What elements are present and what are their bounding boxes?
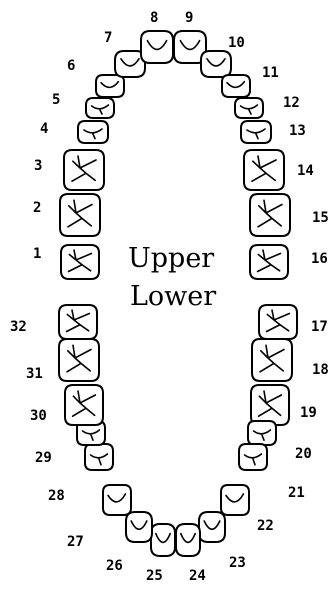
lower-arch-label: Lower (130, 281, 217, 312)
tooth-number-27: 27 (67, 534, 84, 550)
tooth-number-3: 3 (34, 158, 42, 174)
tooth-30 (64, 384, 104, 426)
tooth-number-21: 21 (288, 485, 305, 501)
tooth-21-fissure (243, 453, 263, 466)
tooth-8-fissure (146, 39, 168, 51)
tooth-2-fissure (67, 199, 93, 228)
tooth-number-10: 10 (228, 35, 245, 51)
tooth-number-15: 15 (312, 210, 329, 226)
tooth-23 (198, 511, 226, 543)
tooth-10-fissure (206, 58, 226, 67)
tooth-19-fissure (257, 390, 283, 417)
tooth-23-fissure (203, 520, 221, 531)
tooth-number-16: 16 (311, 251, 328, 267)
tooth-3 (63, 149, 105, 191)
tooth-28-fissure (89, 453, 109, 466)
tooth-11 (221, 74, 251, 98)
tooth-number-17: 17 (311, 319, 328, 335)
tooth-14 (243, 149, 285, 191)
tooth-number-19: 19 (300, 405, 317, 421)
tooth-16 (249, 244, 289, 280)
tooth-26 (125, 511, 153, 543)
tooth-number-31: 31 (26, 366, 43, 382)
tooth-7-fissure (120, 58, 140, 67)
tooth-18 (251, 338, 293, 382)
tooth-number-7: 7 (104, 30, 112, 46)
tooth-12-fissure (239, 104, 259, 115)
tooth-number-30: 30 (30, 408, 47, 424)
tooth-1 (60, 244, 100, 280)
tooth-9 (173, 30, 207, 64)
tooth-32 (58, 304, 98, 340)
tooth-number-23: 23 (229, 555, 246, 571)
tooth-8 (140, 30, 174, 64)
tooth-number-5: 5 (52, 92, 60, 108)
tooth-number-32: 32 (10, 319, 27, 335)
tooth-number-22: 22 (257, 518, 274, 534)
tooth-10 (200, 50, 232, 78)
tooth-number-13: 13 (289, 123, 306, 139)
tooth-24-fissure (180, 532, 196, 544)
tooth-29-fissure (81, 429, 101, 441)
tooth-17-fissure (265, 309, 291, 333)
tooth-number-24: 24 (189, 568, 206, 584)
tooth-number-4: 4 (40, 121, 48, 137)
tooth-18-fissure (259, 344, 285, 373)
tooth-number-25: 25 (146, 568, 163, 584)
tooth-25-fissure (155, 532, 171, 544)
tooth-17 (258, 304, 298, 340)
tooth-20-fissure (252, 429, 272, 441)
tooth-31-fissure (66, 344, 92, 373)
tooth-26-fissure (130, 520, 148, 531)
tooth-14-fissure (251, 155, 277, 182)
tooth-number-14: 14 (297, 163, 314, 179)
tooth-31 (58, 338, 100, 382)
tooth-30-fissure (71, 390, 97, 417)
tooth-number-18: 18 (312, 362, 329, 378)
tooth-number-6: 6 (67, 58, 75, 74)
tooth-number-29: 29 (35, 450, 52, 466)
tooth-27 (102, 484, 132, 516)
tooth-number-2: 2 (33, 200, 41, 216)
tooth-number-9: 9 (185, 10, 193, 26)
tooth-1-fissure (67, 249, 93, 273)
tooth-number-20: 20 (295, 446, 312, 462)
tooth-13-fissure (246, 128, 266, 140)
tooth-16-fissure (256, 249, 282, 273)
tooth-19 (250, 384, 290, 426)
tooth-number-8: 8 (150, 10, 158, 26)
tooth-27-fissure (107, 493, 127, 503)
tooth-6 (95, 74, 125, 98)
tooth-number-11: 11 (262, 65, 279, 81)
tooth-9-fissure (179, 39, 201, 51)
tooth-5-fissure (90, 104, 110, 115)
tooth-24 (175, 523, 201, 557)
upper-arch-label: Upper (128, 243, 215, 274)
tooth-3-fissure (71, 155, 97, 182)
tooth-6-fissure (100, 80, 120, 89)
tooth-15 (249, 193, 291, 237)
tooth-number-12: 12 (283, 95, 300, 111)
tooth-4-fissure (83, 128, 103, 140)
tooth-11-fissure (226, 80, 246, 89)
tooth-number-28: 28 (48, 488, 65, 504)
tooth-22 (220, 484, 250, 516)
tooth-32-fissure (65, 309, 91, 333)
tooth-number-1: 1 (33, 246, 41, 262)
tooth-22-fissure (225, 493, 245, 503)
tooth-number-26: 26 (106, 558, 123, 574)
tooth-25 (150, 523, 176, 557)
tooth-15-fissure (257, 199, 283, 228)
tooth-2 (59, 193, 101, 237)
